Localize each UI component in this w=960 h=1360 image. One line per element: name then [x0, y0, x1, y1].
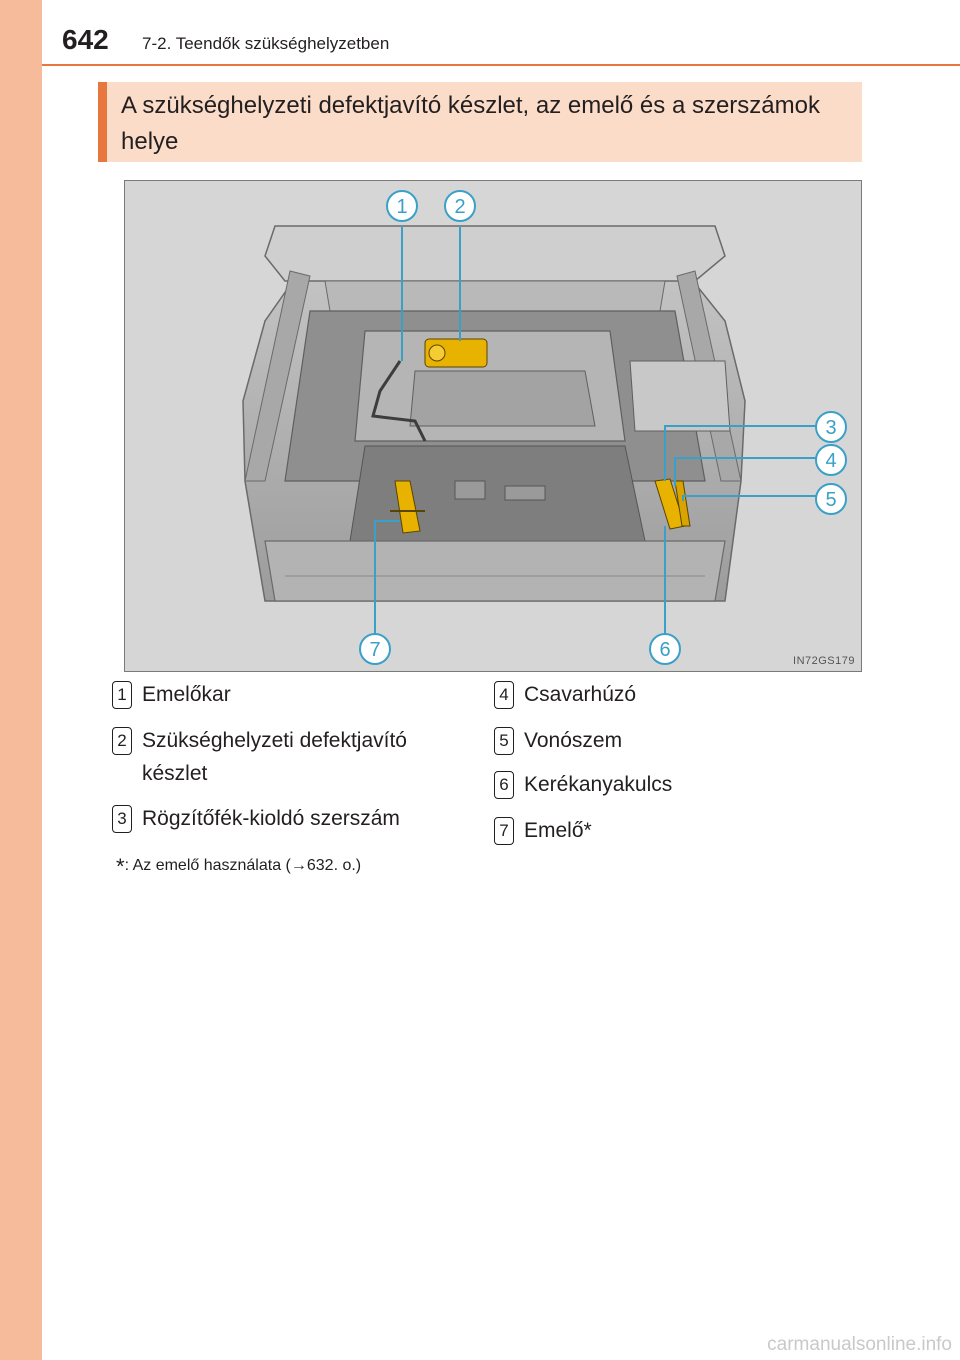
legend-badge: 6: [494, 771, 514, 799]
section-heading: A szükséghelyzeti defektjavító készlet, …: [121, 88, 861, 160]
page-number: 642: [62, 24, 109, 56]
footnote-marker: *: [116, 854, 125, 879]
legend-label: Emelőkar: [142, 678, 231, 711]
callout-5-label: 5: [825, 489, 836, 511]
legend-item-5: 5 Vonószem: [494, 724, 834, 757]
callout-4-label: 4: [825, 450, 836, 472]
callout-6-label: 6: [659, 639, 670, 661]
legend-badge: 2: [112, 727, 132, 755]
legend-label: Kerékanyakulcs: [524, 768, 672, 801]
legend-badge: 1: [112, 681, 132, 709]
legend-item-4: 4 Csavarhúzó: [494, 678, 834, 711]
legend-item-3: 3 Rögzítőfék-kioldó szerszám: [112, 802, 452, 835]
legend-item-6: 6 Kerékanyakulcs: [494, 768, 834, 801]
callout-3-label: 3: [825, 417, 836, 439]
legend-label: Emelő*: [524, 814, 592, 847]
section-title: 7-2. Teendők szükséghelyzetben: [142, 34, 389, 54]
car-trunk-drawing: 1 2 3 4 5 6 7: [125, 181, 861, 671]
footnote: *: Az emelő használata (→632. o.): [116, 854, 361, 880]
legend-item-2: 2 Szükséghelyzeti defektjavító készlet: [112, 724, 452, 790]
side-tab-strip: [0, 0, 42, 1360]
watermark: carmanualsonline.info: [767, 1334, 952, 1356]
header-divider: [42, 64, 960, 66]
callout-2-label: 2: [454, 196, 465, 218]
legend-item-7: 7 Emelő*: [494, 814, 834, 847]
legend-item-1: 1 Emelőkar: [112, 678, 452, 711]
legend-label: Csavarhúzó: [524, 678, 636, 711]
legend-label: Rögzítőfék-kioldó szerszám: [142, 802, 400, 835]
legend-badge: 3: [112, 805, 132, 833]
figure-code: IN72GS179: [793, 655, 855, 667]
legend-label-continued: készlet: [142, 757, 207, 790]
legend-badge: 7: [494, 817, 514, 845]
legend-badge: 5: [494, 727, 514, 755]
legend-badge: 4: [494, 681, 514, 709]
section-heading-box: A szükséghelyzeti defektjavító készlet, …: [98, 82, 862, 162]
callout-7-label: 7: [369, 639, 380, 661]
legend-label: Vonószem: [524, 724, 622, 757]
footnote-text: : Az emelő használata (→632. o.): [125, 857, 362, 874]
callout-1-label: 1: [396, 196, 407, 218]
legend-label: Szükséghelyzeti defektjavító: [142, 724, 407, 757]
trunk-tools-illustration: 1 2 3 4 5 6 7 IN72GS179: [124, 180, 862, 672]
